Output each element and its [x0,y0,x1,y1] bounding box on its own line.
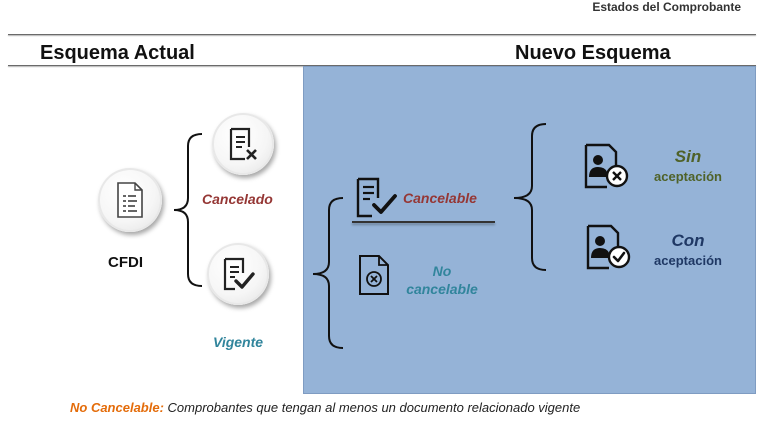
current-scheme-bracket [173,133,203,287]
con-subtitle: aceptación [654,253,722,268]
no-cancelable-label-line2: cancelable [406,281,478,297]
cancelable-label: Cancelable [403,190,477,206]
document-icon [117,182,143,218]
document-check-icon [356,177,397,218]
top-divider [8,34,756,35]
cfdi-label: CFDI [108,254,143,271]
cfdi-node [98,168,162,232]
document-cancel-icon [359,255,389,295]
footer-note: No Cancelable: Comprobantes que tengan a… [70,400,580,415]
cancelado-label: Cancelado [202,191,273,207]
sin-subtitle: aceptación [654,169,722,184]
heading-divider [8,65,756,66]
con-aceptacion-label: Con aceptación [645,231,731,268]
current-scheme-heading: Esquema Actual [40,42,195,64]
cancelable-divider [352,221,495,223]
document-cancel-icon [229,127,257,161]
user-check-icon [586,224,631,270]
vigente-label: Vigente [213,334,264,350]
page-header-title: Estados del Comprobante [592,0,741,14]
new-scheme-panel [303,66,756,394]
con-title: Con [671,231,705,250]
document-check-icon [223,257,255,291]
no-cancelable-label-line1: No [432,263,452,279]
cancelado-node [212,113,274,175]
no-cancelable-label: No cancelable [400,262,484,298]
sin-title: Sin [674,147,702,166]
sin-aceptacion-label: Sin aceptación [645,147,731,184]
footer-note-text: Comprobantes que tengan al menos un docu… [163,400,581,415]
footer-note-key: No Cancelable: [70,400,164,415]
new-scheme-heading: Nuevo Esquema [515,42,671,64]
vigente-node [207,243,269,305]
outcomes-bracket [513,123,547,271]
new-scheme-bracket [312,197,344,349]
user-cancel-icon [584,143,629,189]
